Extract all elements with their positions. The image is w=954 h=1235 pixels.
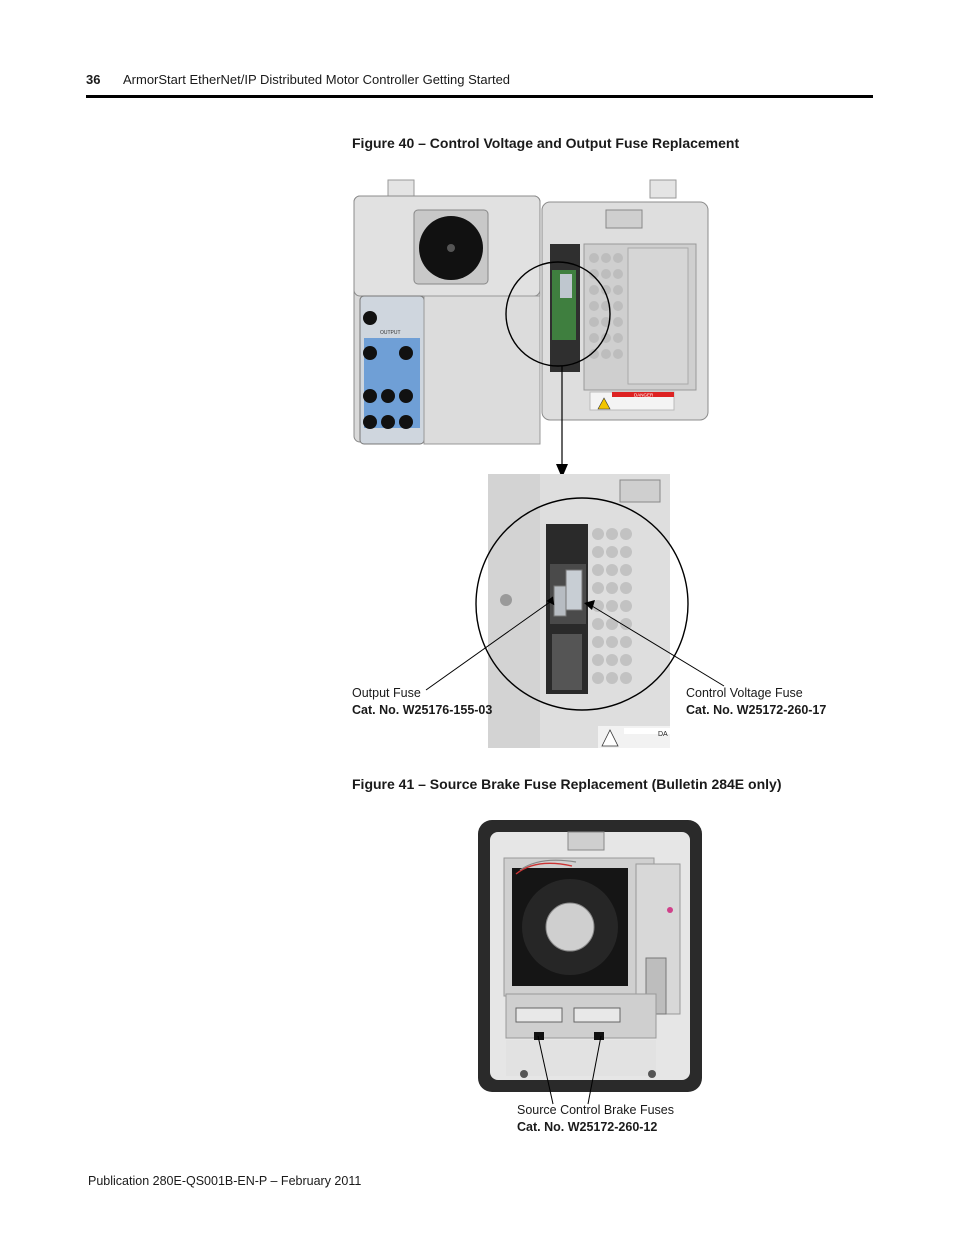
warning-label: DANGER [634,393,654,398]
header-rule [86,95,873,98]
page-number: 36 [86,72,101,87]
control-voltage-fuse-catalog: Cat. No. W25172-260-17 [686,703,827,717]
detail-label: DA [658,731,668,738]
brake-fuses-catalog: Cat. No. W25172-260-12 [517,1120,658,1134]
figure-40-device-photo: OUTPUT DANGER [353,179,709,478]
control-voltage-fuse-label: Control Voltage Fuse [686,686,803,700]
panel-label: OUTPUT [380,330,401,336]
output-fuse-label: Output Fuse [352,686,421,700]
running-title: ArmorStart EtherNet/IP Distributed Motor… [123,72,511,87]
publication-footer: Publication 280E-QS001B-EN-P – February … [88,1174,362,1188]
figure-40-detail-photo: DA [475,474,689,748]
output-fuse-callout: Output Fuse Cat. No. W25176-155-03 [352,685,492,719]
figure-41-caption: Figure 41 – Source Brake Fuse Replacemen… [352,776,782,792]
brake-fuses-label: Source Control Brake Fuses [517,1103,675,1117]
control-voltage-fuse-callout: Control Voltage Fuse Cat. No. W25172-260… [686,685,826,719]
figure-41-device-photo [478,820,702,1092]
brake-fuses-callout: Source Control Brake Fuses Cat. No. W251… [517,1102,674,1136]
figure-40-caption: Figure 40 – Control Voltage and Output F… [352,135,740,151]
output-fuse-catalog: Cat. No. W25176-155-03 [352,703,493,717]
